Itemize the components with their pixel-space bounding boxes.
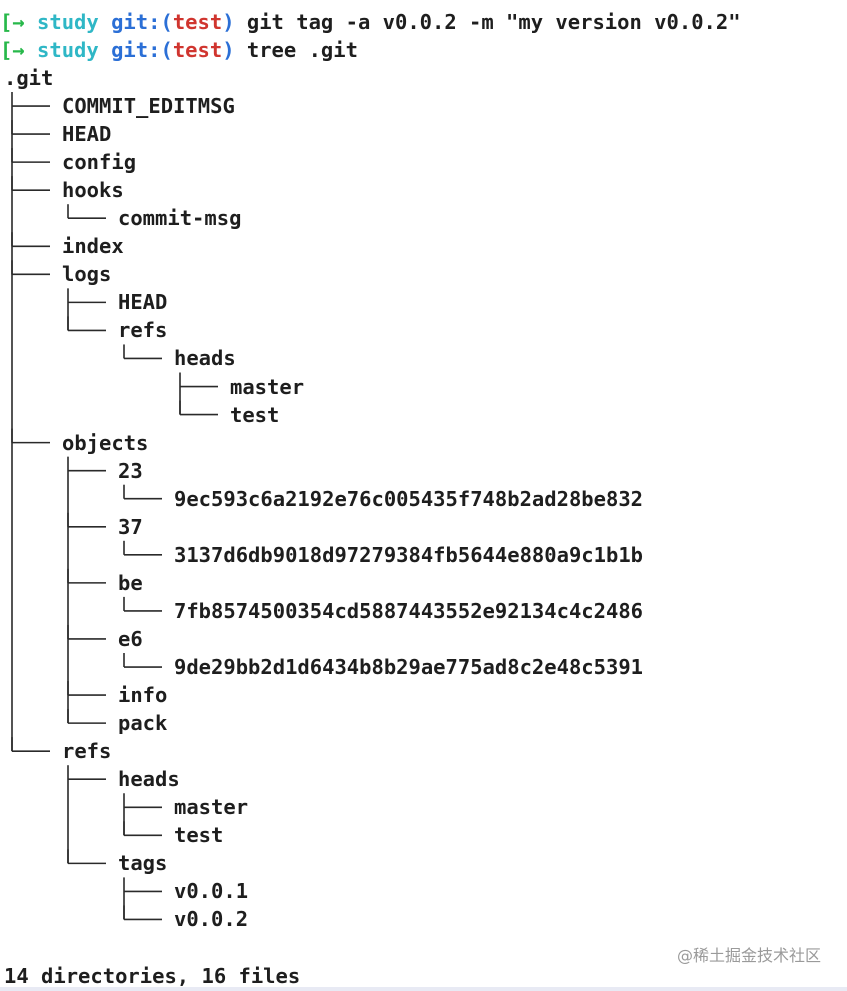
tree-entry: tags (118, 851, 168, 876)
tree-entry: master (174, 795, 249, 820)
tree-entry: 37 (118, 514, 143, 539)
tree-entry: COMMIT_EDITMSG (62, 94, 235, 118)
prompt-line-2: [→ study git:(test) tree .git (0, 36, 358, 64)
prompt-command: tree .git (246, 38, 358, 62)
tree-entry: test (230, 402, 280, 427)
tree-entry: v0.0.1 (174, 879, 249, 904)
tree-entry: pack (118, 711, 168, 736)
prompt-directory: study (37, 10, 99, 34)
tree-entry: v0.0.2 (174, 907, 249, 932)
prompt-command: git tag -a v0.0.2 -m "my version v0.0.2" (246, 10, 741, 34)
prompt-branch: test (172, 10, 223, 34)
tree-entry: refs (62, 739, 112, 764)
watermark-text: @稀土掘金技术社区 (676, 946, 821, 965)
tree-entry: 7fb8574500354cd5887443552e92134c4c2486 (174, 598, 643, 623)
tree-entry: heads (118, 767, 180, 792)
tree-entry: e6 (118, 626, 143, 651)
tree-entry: 23 (118, 458, 143, 483)
tree-entry: info (118, 683, 168, 708)
tree-entry: config (62, 150, 137, 175)
tree-entry: objects (62, 430, 149, 455)
prompt-line-1: [→ study git:(test) git tag -a v0.0.2 -m… (0, 8, 741, 36)
tree-entry: HEAD (62, 122, 112, 147)
prompt-arrow-icon: [→ (0, 38, 25, 62)
tree-entry: logs (62, 262, 112, 287)
tree-entry: 3137d6db9018d97279384fb5644e880a9c1b1b (174, 542, 643, 567)
tree-entry: index (62, 234, 124, 259)
prompt-arrow-icon: [→ (0, 10, 25, 34)
prompt-git-close: ) (222, 10, 235, 34)
tree-entry: master (230, 374, 305, 399)
tree-entry: be (118, 570, 143, 595)
bottom-divider (0, 987, 847, 991)
prompt-git-label: git:( (111, 38, 173, 62)
tree-entry: commit-msg (118, 206, 242, 231)
tree-entry: refs (118, 318, 168, 343)
prompt-branch: test (172, 38, 223, 62)
prompt-git-label: git:( (111, 10, 173, 34)
tree-root: .git (4, 66, 54, 90)
tree-entry: 9ec593c6a2192e76c005435f748b2ad28be832 (174, 486, 643, 511)
prompt-git-close: ) (222, 38, 235, 62)
tree-entry: test (174, 823, 224, 848)
tree-entry: 9de29bb2d1d6434b8b29ae775ad8c2e48c5391 (174, 655, 643, 679)
tree-entry: hooks (62, 178, 124, 203)
tree-entry: heads (174, 346, 236, 371)
prompt-directory: study (37, 38, 99, 62)
tree-entry: HEAD (118, 290, 168, 315)
tree-summary: 14 directories, 16 files (4, 964, 301, 988)
